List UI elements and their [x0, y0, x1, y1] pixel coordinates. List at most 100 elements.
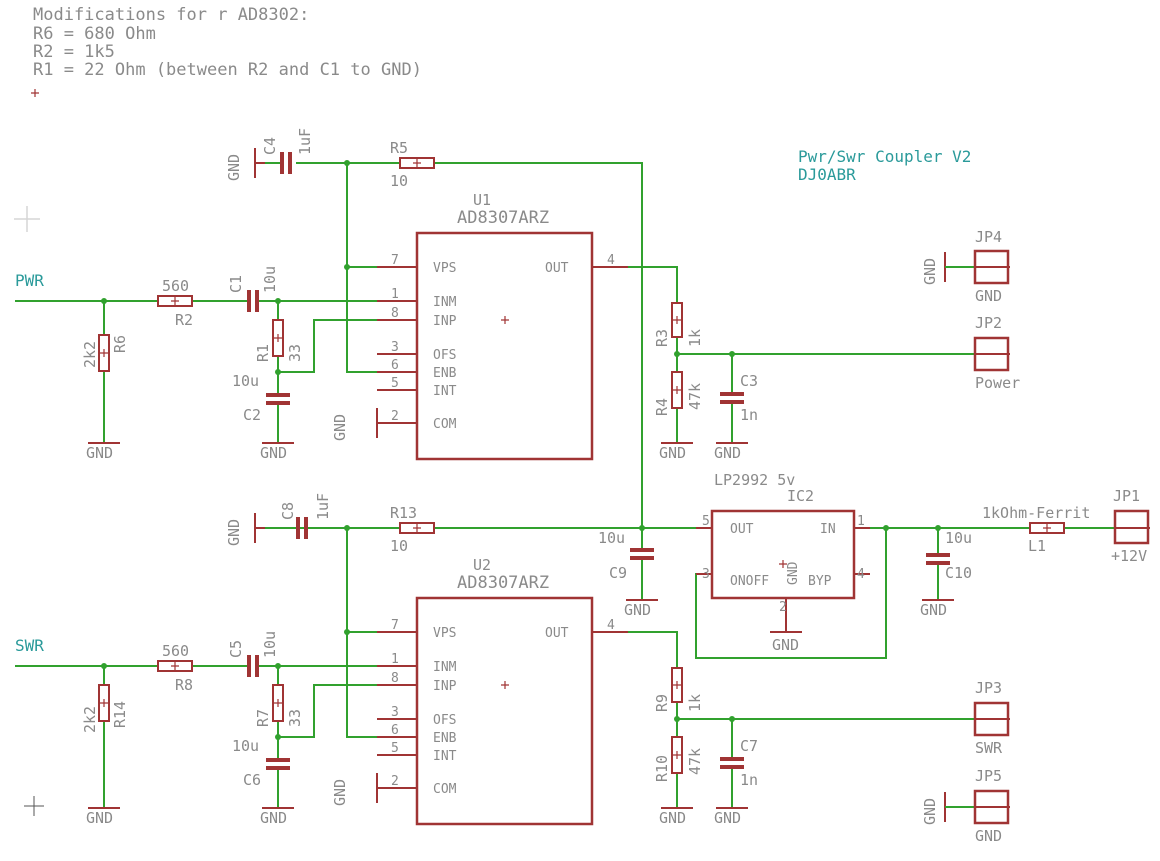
gnd-label: GND	[920, 601, 947, 619]
jp4-label: GND	[975, 287, 1002, 305]
capacitor-c2: 10u C2	[232, 372, 290, 424]
ic2-pin-gnd: GND	[786, 561, 801, 585]
ic-ic2-regulator: LP2992 5v IC2 OUT IN ONOFF BYP GND 5 1 3…	[696, 471, 870, 632]
capacitor-c3: C3 1n	[720, 372, 758, 424]
u1-pin-inp: INP	[433, 314, 457, 329]
r8-name: R8	[175, 676, 193, 694]
resistor-r13: R13 10	[390, 504, 435, 555]
r4-value: 47k	[686, 383, 704, 410]
u2-pinnum-8: 8	[391, 671, 399, 686]
r13-value: 10	[390, 537, 408, 555]
u1-pinnum-6: 6	[391, 358, 399, 373]
r10-value: 47k	[686, 748, 704, 775]
ic2-pinnum-2: 2	[779, 600, 787, 615]
c9-name: C9	[609, 564, 627, 582]
u1-pin-inm: INM	[433, 295, 457, 310]
inductor-l1: 1kOhm-Ferrit L1	[982, 504, 1090, 555]
resistor-r6: 2k2 R6	[81, 334, 129, 372]
jp2-label: Power	[975, 374, 1020, 392]
jp5-name: JP5	[975, 767, 1002, 785]
resistor-r10: R10 47k	[653, 736, 704, 782]
jp4-name: JP4	[975, 228, 1002, 246]
u2-pinnum-3: 3	[391, 705, 399, 720]
gnd-label: GND	[86, 444, 113, 462]
c5-name: C5	[227, 640, 245, 658]
gnd-label: GND	[624, 601, 651, 619]
capacitor-c9: 10u C9	[598, 529, 654, 582]
u2-pin-ofs: OFS	[433, 713, 456, 728]
resistor-r14: 2k2 R14	[81, 684, 129, 733]
junctions	[101, 160, 941, 740]
gnd-label: GND	[260, 444, 287, 462]
connector-jp5: JP5 GND	[973, 767, 1010, 845]
u2-pinnum-4: 4	[607, 618, 615, 633]
r7-name: R7	[254, 709, 272, 727]
l1-value: 1kOhm-Ferrit	[982, 504, 1090, 522]
c7-name: C7	[740, 737, 758, 755]
u1-pinnum-4: 4	[607, 253, 615, 268]
ground-symbols: GND GND GND GND GND GND GND GND GND GND …	[86, 148, 975, 827]
u1-value: AD8307ARZ	[457, 208, 549, 228]
gnd-label: GND	[921, 798, 939, 825]
u2-pin-inm: INM	[433, 660, 457, 675]
gnd-label: GND	[86, 809, 113, 827]
u1-pin-enb: ENB	[433, 366, 457, 381]
r3-name: R3	[653, 329, 671, 347]
net-label-pwr: PWR	[15, 271, 44, 290]
jp3-name: JP3	[975, 679, 1002, 697]
schematic-author: DJ0ABR	[798, 165, 856, 184]
note-line-4: R1 = 22 Ohm (between R2 and C1 to GND)	[33, 60, 422, 80]
connector-jp4: JP4 GND	[973, 228, 1010, 305]
u2-pinnum-5: 5	[391, 741, 399, 756]
u2-pin-out: OUT	[545, 626, 569, 641]
u1-pinnum-8: 8	[391, 306, 399, 321]
jp1-name: JP1	[1113, 487, 1140, 505]
r9-value: 1k	[686, 694, 704, 712]
jp5-label: GND	[975, 827, 1002, 845]
c7-value: 1n	[740, 771, 758, 789]
ic2-pinnum-3: 3	[702, 567, 710, 582]
resistor-r4: R4 47k	[653, 371, 704, 416]
u1-pin-com: COM	[433, 417, 457, 432]
u1-pin-int: INT	[433, 384, 457, 399]
resistor-r1: R1 33	[254, 319, 304, 362]
u1-pinnum-5: 5	[391, 376, 399, 391]
c6-value: 10u	[232, 737, 259, 755]
u1-pinnum-1: 1	[391, 287, 399, 302]
r8-value: 560	[162, 642, 189, 660]
r3-value: 1k	[686, 329, 704, 347]
resistor-r7: R7 33	[254, 684, 304, 727]
r10-name: R10	[653, 755, 671, 782]
schematic-title: Pwr/Swr Coupler V2	[798, 147, 971, 166]
r14-name: R14	[111, 701, 129, 728]
connector-jp1: JP1 +12V	[1111, 487, 1150, 565]
u1-pinnum-3: 3	[391, 340, 399, 355]
c3-value: 1n	[740, 406, 758, 424]
ic2-pin-out: OUT	[730, 522, 754, 537]
ic2-pin-in: IN	[820, 522, 836, 537]
u2-name: U2	[473, 556, 491, 574]
r13-name: R13	[390, 504, 417, 522]
ic2-pin-onoff: ONOFF	[730, 574, 769, 589]
u2-origin-icon	[501, 681, 509, 689]
u1-pinnum-7: 7	[391, 253, 399, 268]
resistor-r3: R3 1k	[653, 302, 704, 347]
ic2-name: IC2	[787, 487, 814, 505]
r6-value: 2k2	[81, 341, 99, 368]
ic2-value: LP2992 5v	[714, 471, 795, 489]
c9-value: 10u	[598, 529, 625, 547]
r14-value: 2k2	[81, 706, 99, 733]
r5-name: R5	[390, 139, 408, 157]
jp2-name: JP2	[975, 314, 1002, 332]
u1-pinnum-2: 2	[391, 409, 399, 424]
c1-name: C1	[227, 275, 245, 293]
wires	[15, 162, 1115, 808]
r4-name: R4	[653, 398, 671, 416]
gnd-label: GND	[659, 444, 686, 462]
resistor-r9: R9 1k	[653, 667, 704, 712]
resistor-r8: 560 R8	[157, 642, 193, 694]
c4-value: 1uF	[296, 128, 314, 155]
c2-value: 10u	[232, 372, 259, 390]
jp1-label: +12V	[1111, 547, 1147, 565]
